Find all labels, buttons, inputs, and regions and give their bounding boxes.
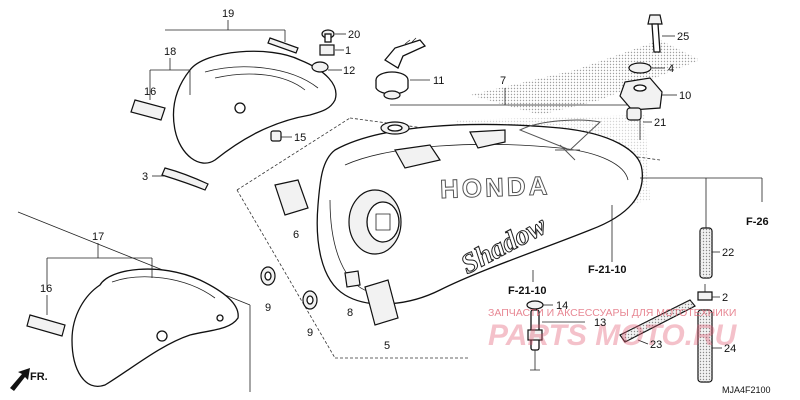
callout-17: 17 [92,231,104,243]
tank-cover-upper[interactable] [172,50,337,164]
grommet-9-a[interactable] [260,266,276,286]
callout-11: 11 [433,75,444,87]
mount-rubber-15[interactable] [270,130,282,142]
leader-18 [149,58,191,100]
cap-seal-washer[interactable] [380,121,410,135]
strip-top-19[interactable] [267,37,299,54]
callout-16-lower: 16 [40,283,52,295]
watermark-site: PARTS MOTO.RU [488,319,738,352]
cushion-12[interactable] [311,61,329,73]
leader-f26 [640,177,763,202]
tube-23[interactable] [619,299,696,343]
diagram-code: MJA4F2100 [722,385,771,395]
callout-25: 25 [677,31,689,43]
pad-8[interactable] [344,270,361,288]
screw-20[interactable] [321,29,335,43]
grommet-9-b[interactable] [302,290,318,310]
clip-2[interactable] [697,284,713,301]
fuel-cap-11[interactable] [375,37,427,100]
fuel-unit-13[interactable] [526,300,544,371]
dotted-shading [470,40,700,115]
tank-cover-lower[interactable] [71,268,239,387]
pad-6[interactable] [274,179,309,216]
pad-5[interactable] [364,279,399,326]
collar-1[interactable] [319,44,335,56]
mount-rubber-10[interactable] [619,77,663,111]
callout-10: 10 [679,90,691,102]
front-label: FR. [30,371,48,383]
watermark-line: ЗАПЧАСТИ И АКСЕССУАРЫ ДЛЯ МОТОТЕХНИКИ [488,307,736,319]
callout-12: 12 [343,65,355,77]
callout-8: 8 [347,307,353,319]
honda-wing-logo [518,119,602,161]
emblem-strip-16-lower[interactable] [26,314,66,337]
callout-4: 4 [668,63,674,75]
callout-20: 20 [348,29,360,41]
callout-22: 22 [722,247,734,259]
ref-f2110-b[interactable]: F-21-10 [508,285,547,297]
callout-23: 23 [650,339,662,351]
callout-16-upper: 16 [144,86,156,98]
callout-6: 6 [293,229,299,241]
callout-19: 19 [222,8,234,20]
emblem-strip-16-upper[interactable] [130,99,166,121]
callout-15: 15 [294,132,306,144]
callout-9-b: 9 [307,327,313,339]
honda-text: HONDA [440,170,551,204]
washer-4[interactable] [628,62,652,74]
callout-1: 1 [345,45,351,57]
leader-23 [637,339,649,345]
drain-tube-24[interactable] [697,309,713,383]
bolt-25[interactable] [647,14,663,53]
callout-24: 24 [724,343,736,355]
ref-f2110-a[interactable]: F-21-10 [588,264,627,276]
leader-19 [165,20,286,42]
fuel-tank[interactable] [316,123,644,305]
callout-18: 18 [164,46,176,58]
callout-2: 2 [722,292,728,304]
collar-21[interactable] [626,107,642,121]
breather-tube-22[interactable] [699,227,713,279]
callout-21: 21 [654,117,666,129]
callout-7: 7 [500,75,506,87]
front-arrow-icon [10,368,30,391]
callout-13: 13 [594,317,606,329]
strip-3[interactable] [161,167,209,191]
callout-14: 14 [556,300,568,312]
leader-17 [46,243,153,290]
callout-5: 5 [384,340,390,352]
ref-f26[interactable]: F-26 [746,216,769,228]
callout-3: 3 [142,171,148,183]
callout-9-a: 9 [265,302,271,314]
